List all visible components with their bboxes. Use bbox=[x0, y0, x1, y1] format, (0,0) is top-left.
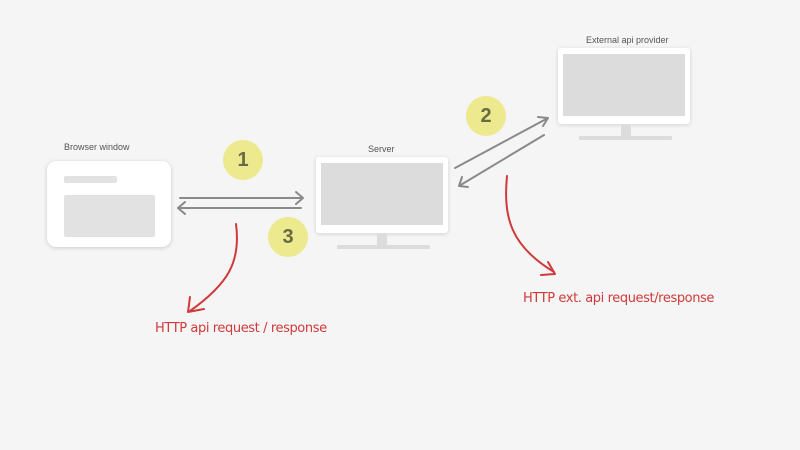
server-label: Server bbox=[368, 144, 395, 154]
server-monitor-screen bbox=[321, 163, 443, 225]
step-2-badge: 2 bbox=[466, 96, 506, 136]
external-provider-label: External api provider bbox=[586, 35, 669, 45]
external-api-annotation: HTTP ext. api request/response bbox=[523, 291, 715, 306]
server-monitor-neck bbox=[377, 234, 387, 245]
external-annotation-pointer-head bbox=[540, 261, 556, 276]
request-arrow bbox=[179, 191, 304, 205]
browser-address-bar bbox=[64, 176, 117, 183]
external-annotation-pointer bbox=[505, 175, 555, 273]
api-request-annotation: HTTP api request / response bbox=[155, 321, 327, 336]
api-annotation-pointer-head bbox=[187, 296, 205, 313]
step-1-badge: 1 bbox=[223, 140, 263, 180]
browser-window-label: Browser window bbox=[64, 142, 130, 152]
browser-window bbox=[47, 161, 171, 247]
server-monitor bbox=[316, 157, 448, 251]
step-3-badge: 3 bbox=[268, 217, 308, 257]
external-provider-monitor bbox=[558, 48, 690, 142]
browser-content-area bbox=[64, 195, 155, 237]
external-monitor-neck bbox=[621, 125, 631, 136]
external-response-arrow bbox=[458, 134, 545, 188]
server-monitor-base bbox=[337, 245, 430, 249]
external-monitor-screen bbox=[563, 54, 685, 116]
external-request-arrow bbox=[454, 116, 549, 169]
external-monitor-base bbox=[579, 136, 672, 140]
response-arrow bbox=[177, 201, 302, 215]
api-annotation-pointer bbox=[189, 223, 238, 312]
